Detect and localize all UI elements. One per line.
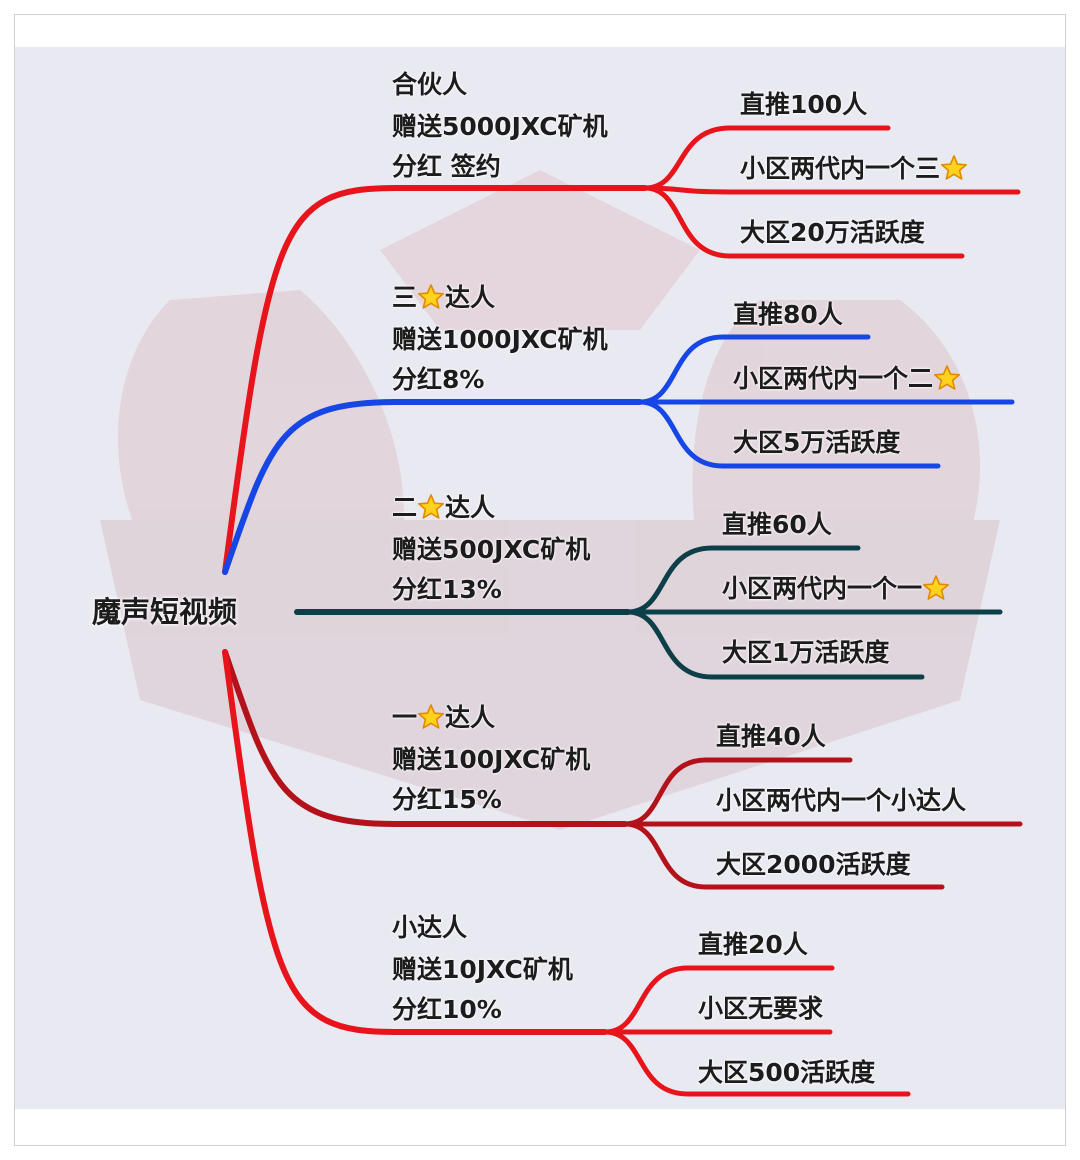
star-icon xyxy=(417,283,445,311)
level-title: 三达人 xyxy=(392,283,495,313)
level-gift: 赠送100JXC矿机 xyxy=(392,745,590,775)
requirement-text: 大区500活跃度 xyxy=(698,1058,875,1087)
requirement-text: 直推20人 xyxy=(698,930,808,959)
requirement-item: 大区2000活跃度 xyxy=(716,850,911,880)
requirement-item: 大区1万活跃度 xyxy=(722,638,889,668)
requirement-item: 大区5万活跃度 xyxy=(733,428,900,458)
requirement-text: 直推60人 xyxy=(722,510,832,539)
level-dividend: 分红 签约 xyxy=(392,152,501,182)
requirement-item: 直推20人 xyxy=(698,930,808,960)
requirement-text: 小区两代内一个三 xyxy=(740,154,940,183)
requirement-text: 小区无要求 xyxy=(698,994,823,1023)
level-title-text: 达人 xyxy=(445,703,495,732)
level-title-text: 达人 xyxy=(445,493,495,522)
level-gift: 赠送5000JXC矿机 xyxy=(392,112,608,142)
requirement-item: 直推60人 xyxy=(722,510,832,540)
star-icon xyxy=(933,364,961,392)
requirement-text: 直推80人 xyxy=(733,300,843,329)
level-dividend: 分红8% xyxy=(392,365,484,395)
requirement-item: 大区500活跃度 xyxy=(698,1058,875,1088)
level-dividend: 分红10% xyxy=(392,995,502,1025)
requirement-item: 直推80人 xyxy=(733,300,843,330)
level-title: 小达人 xyxy=(392,913,467,943)
requirement-text: 小区两代内一个一 xyxy=(722,574,922,603)
level-dividend: 分红13% xyxy=(392,575,502,605)
level-title: 一达人 xyxy=(392,703,495,733)
level-title: 合伙人 xyxy=(392,70,467,100)
requirement-item: 大区20万活跃度 xyxy=(740,218,925,248)
level-gift: 赠送10JXC矿机 xyxy=(392,955,573,985)
requirement-item: 小区两代内一个小达人 xyxy=(716,786,966,816)
level-title-text: 达人 xyxy=(445,283,495,312)
requirement-text: 小区两代内一个二 xyxy=(733,364,933,393)
requirement-item: 小区两代内一个二 xyxy=(733,364,961,394)
requirement-text: 直推100人 xyxy=(740,90,867,119)
star-icon xyxy=(417,493,445,521)
level-title-text: 合伙人 xyxy=(392,70,467,99)
requirement-text: 大区1万活跃度 xyxy=(722,638,889,667)
requirement-text: 大区20万活跃度 xyxy=(740,218,925,247)
level-title-text: 小达人 xyxy=(392,913,467,942)
level-title-text: 三 xyxy=(392,283,417,312)
level-dividend: 分红15% xyxy=(392,785,502,815)
requirement-item: 小区无要求 xyxy=(698,994,823,1024)
requirement-text: 大区2000活跃度 xyxy=(716,850,911,879)
level-title: 二达人 xyxy=(392,493,495,523)
requirement-text: 大区5万活跃度 xyxy=(733,428,900,457)
star-icon xyxy=(922,574,950,602)
requirement-item: 直推100人 xyxy=(740,90,867,120)
level-title-text: 一 xyxy=(392,703,417,732)
requirement-text: 直推40人 xyxy=(716,722,826,751)
root-node: 魔声短视频 xyxy=(92,594,237,630)
requirement-item: 直推40人 xyxy=(716,722,826,752)
star-icon xyxy=(940,154,968,182)
level-title-text: 二 xyxy=(392,493,417,522)
level-gift: 赠送1000JXC矿机 xyxy=(392,325,608,355)
requirement-item: 小区两代内一个一 xyxy=(722,574,950,604)
sub-branch-1-2 xyxy=(645,188,1018,192)
star-icon xyxy=(417,703,445,731)
level-gift: 赠送500JXC矿机 xyxy=(392,535,590,565)
requirement-item: 小区两代内一个三 xyxy=(740,154,968,184)
requirement-text: 小区两代内一个小达人 xyxy=(716,786,966,815)
